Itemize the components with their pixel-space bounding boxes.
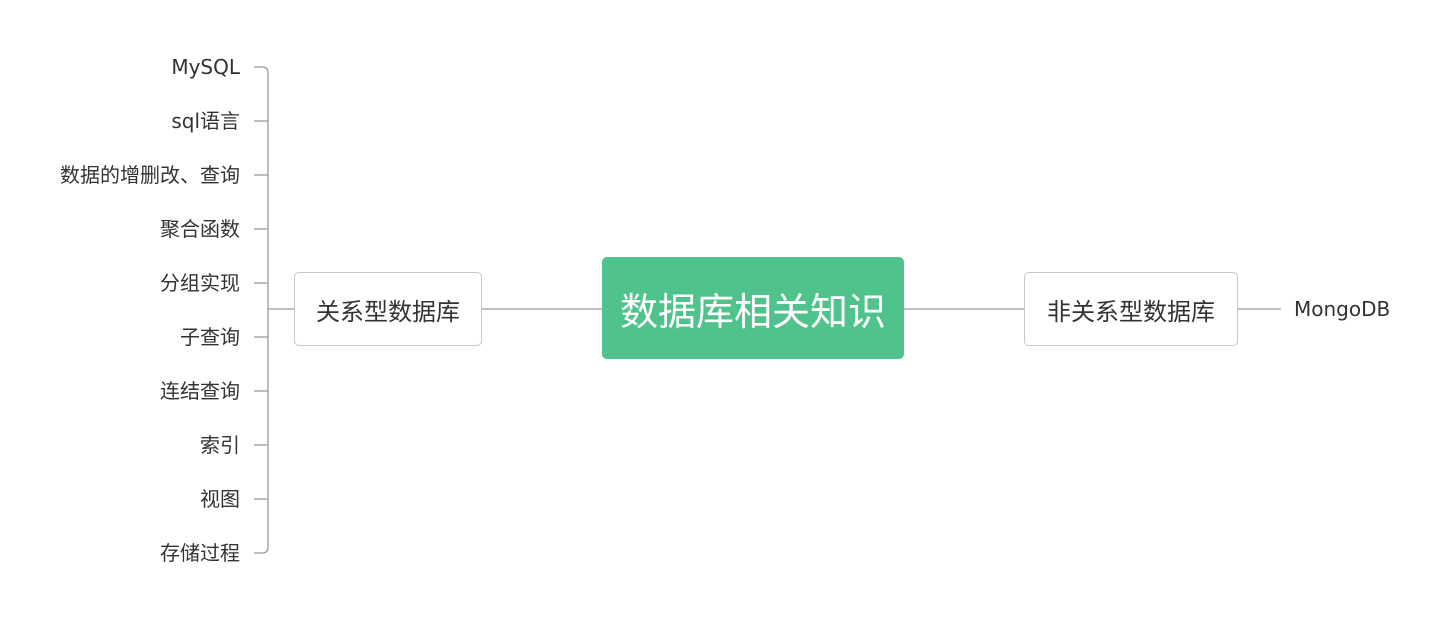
root-label: 数据库相关知识 <box>619 289 886 334</box>
left-bracket <box>254 66 269 554</box>
branch-label: 关系型数据库 <box>316 297 460 326</box>
leaf-crud-query[interactable]: 数据的增删改、查询 <box>60 163 240 187</box>
leaf-mysql[interactable]: MySQL <box>171 55 240 79</box>
leaf-aggregate-functions[interactable]: 聚合函数 <box>160 217 240 241</box>
leaf-sql-language[interactable]: sql语言 <box>171 109 240 133</box>
leaf-stored-procedure[interactable]: 存储过程 <box>160 541 240 565</box>
leaf-view[interactable]: 视图 <box>200 487 240 511</box>
leaf-join-query[interactable]: 连结查询 <box>160 379 240 403</box>
leaf-mongodb[interactable]: MongoDB <box>1294 297 1391 321</box>
branch-nonrelational-db[interactable]: 非关系型数据库 <box>1024 272 1238 346</box>
bracket-spine <box>254 66 269 554</box>
leaf-index[interactable]: 索引 <box>200 433 240 457</box>
leaf-subquery[interactable]: 子查询 <box>180 325 240 349</box>
branch-relational-db[interactable]: 关系型数据库 <box>294 272 482 346</box>
branch-label: 非关系型数据库 <box>1047 297 1215 326</box>
root-node[interactable]: 数据库相关知识 <box>602 257 904 359</box>
leaf-grouping[interactable]: 分组实现 <box>160 271 240 295</box>
